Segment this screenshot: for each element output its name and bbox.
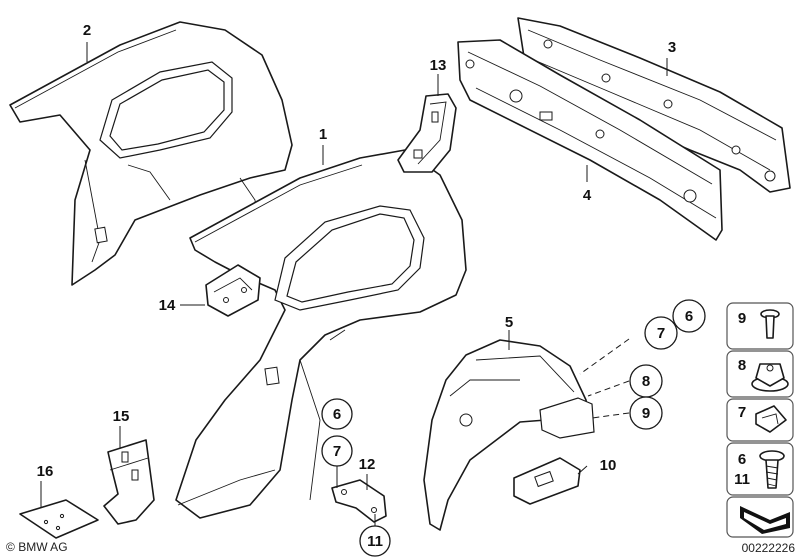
legend-8: 8 — [738, 357, 746, 374]
callout-15: 15 — [113, 408, 130, 425]
brand-name: BMW AG — [18, 540, 68, 554]
fasteners-legend — [726, 302, 794, 538]
legend-11: 11 — [734, 471, 750, 488]
nut-icon — [751, 363, 789, 392]
part-10-cover — [513, 457, 581, 505]
circled-callouts: 6 7 11 6 7 8 9 — [321, 299, 706, 557]
legend-9: 9 — [738, 310, 746, 327]
callout-12: 12 — [359, 456, 376, 473]
direction-arrow-icon — [740, 506, 790, 534]
callout-14: 14 — [159, 297, 176, 314]
document-number: 00222226 — [741, 541, 795, 555]
part-15-bracket — [103, 439, 155, 525]
part-14-bracket — [205, 264, 261, 317]
copyright-symbol: © — [6, 540, 15, 554]
copyright-brand: © BMW AG — [6, 540, 68, 554]
callout-10: 10 — [600, 457, 617, 474]
leader-lines — [40, 42, 668, 526]
callout-4: 4 — [583, 187, 592, 204]
callout-9-right: 9 — [642, 405, 650, 422]
callout-16: 16 — [37, 463, 54, 480]
callout-11-bottom: 11 — [367, 533, 383, 550]
part-4-rear-panel — [457, 39, 723, 241]
callout-1: 1 — [319, 126, 327, 143]
part-5-wheel-arch — [423, 339, 595, 531]
callout-7-left: 7 — [333, 443, 341, 460]
rivet-icon — [760, 309, 780, 339]
callout-5: 5 — [505, 314, 513, 331]
legend-7: 7 — [738, 404, 746, 421]
part-13-bracket — [397, 93, 457, 173]
part-16-pad — [19, 499, 99, 539]
legend-6: 6 — [738, 451, 746, 468]
callout-6-left: 6 — [333, 406, 341, 423]
callout-13: 13 — [430, 57, 447, 74]
clip-icon — [755, 405, 787, 433]
callout-2: 2 — [83, 22, 91, 39]
part-1-side-panel — [175, 149, 467, 519]
callout-3: 3 — [668, 39, 676, 56]
screw-icon — [759, 450, 785, 489]
callouts: 2 1 3 4 13 14 5 15 16 12 10 — [37, 22, 677, 480]
part-12-bracket — [331, 479, 387, 523]
part-3-rear-panel — [517, 17, 791, 193]
callout-7-right: 7 — [657, 325, 665, 342]
callout-6-right: 6 — [685, 308, 693, 325]
callout-8-right: 8 — [642, 373, 650, 390]
part-2-side-panel — [9, 21, 293, 286]
legend-labels: 9 8 7 6 11 — [734, 310, 750, 488]
